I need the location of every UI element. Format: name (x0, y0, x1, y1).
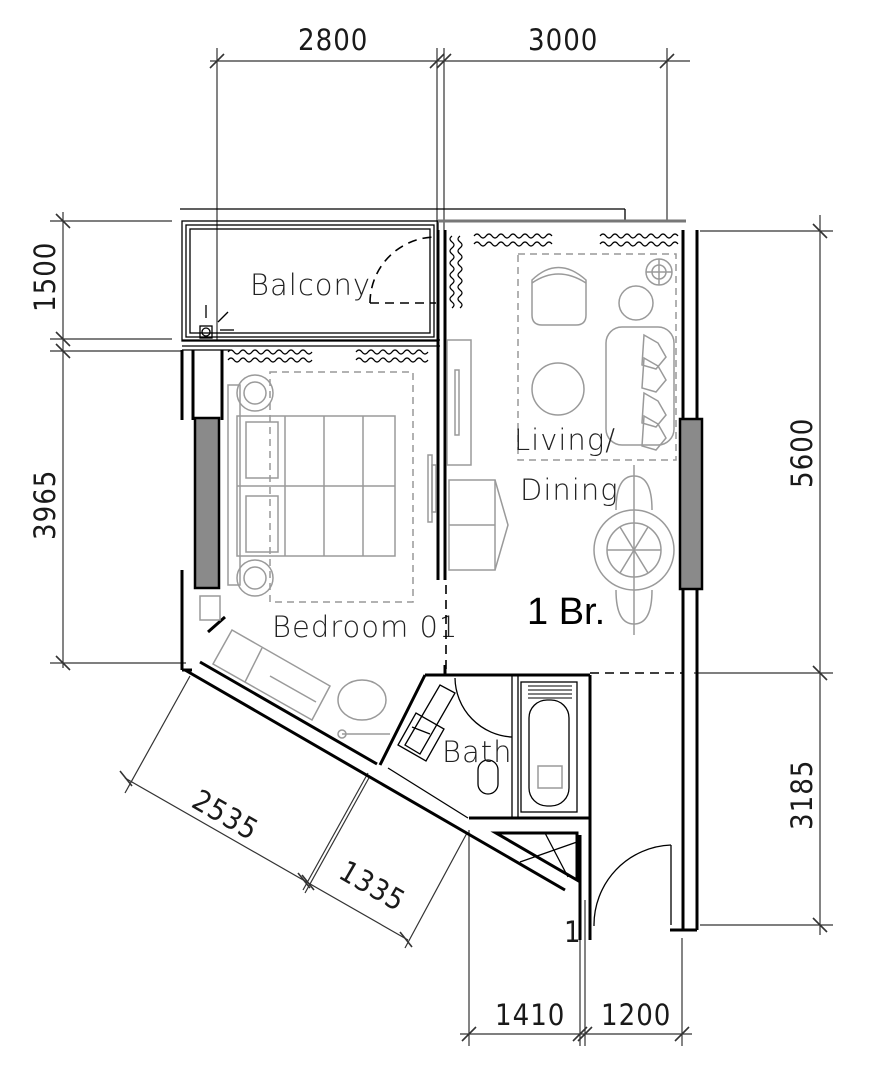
exterior-walls (180, 230, 699, 940)
room-label-bath: Bath (442, 735, 513, 769)
dimension-top-left: 2800 (298, 23, 368, 57)
curtains (227, 233, 679, 363)
bathroom-fixtures (397, 677, 579, 883)
dimension-right-top: 5600 (785, 418, 819, 488)
bedroom-window-glazing (193, 416, 221, 590)
section-marker: 1 (564, 915, 582, 949)
room-label-living: Living/ (514, 423, 616, 457)
dimension-bottom-right: 1200 (601, 998, 671, 1032)
bedroom-furniture (199, 371, 437, 739)
living-window-glazing (678, 417, 704, 591)
room-label-dining: Dining (520, 473, 619, 507)
dimension-bottom-left: 1410 (495, 998, 565, 1032)
dimension-left-bottom: 3965 (28, 470, 62, 540)
dimension-diagonal-long: 2535 (187, 783, 265, 848)
dimension-right-bottom: 3185 (785, 760, 819, 830)
dimension-lines (50, 48, 833, 1046)
dimension-diagonal-short: 1335 (334, 854, 412, 919)
dimension-left-top: 1500 (28, 242, 62, 312)
living-furniture (446, 253, 677, 635)
dimension-top-right: 3000 (528, 23, 598, 57)
room-label-balcony: Balcony (250, 268, 371, 302)
room-label-bedroom: Bedroom 01 (272, 610, 458, 644)
balcony-door-swing (369, 236, 437, 304)
unit-type-label: 1 Br. (527, 591, 605, 633)
entrance-door-swing (593, 844, 672, 927)
